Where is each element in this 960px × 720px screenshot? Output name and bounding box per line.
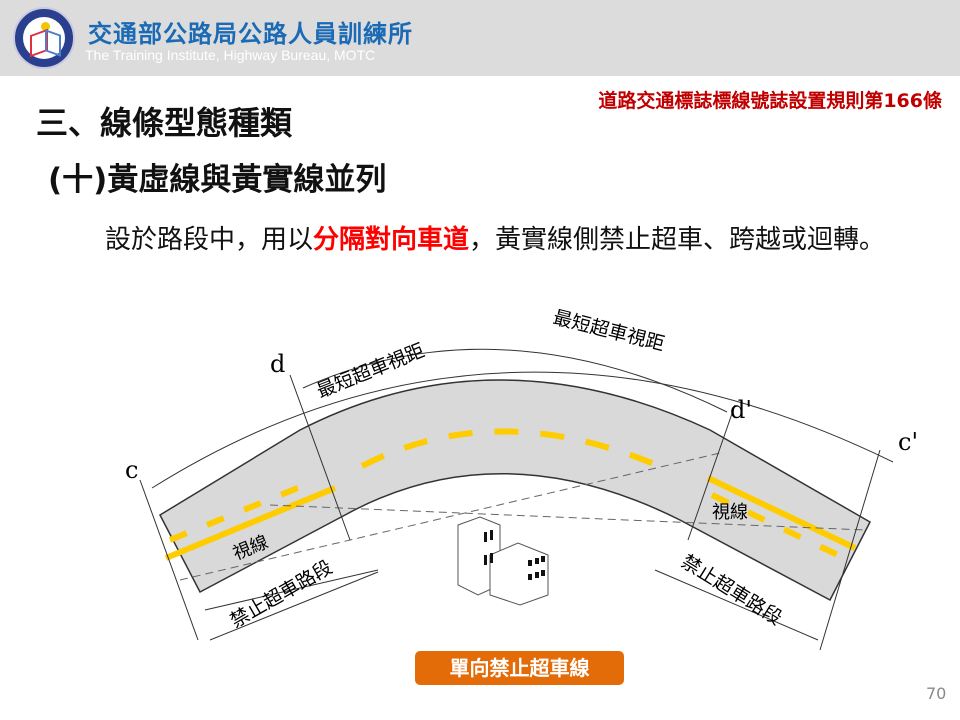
subsection-title: (十)黃虛線與黃實線並列 <box>48 162 387 198</box>
body-emphasis: 分隔對向車道 <box>313 225 470 255</box>
institute-logo <box>13 7 75 69</box>
yellow-dashed-left <box>168 480 312 543</box>
header-bar: 交通部公路局公路人員訓練所 The Training Institute, Hi… <box>0 0 960 76</box>
regulation-reference: 道路交通標誌標線號誌設置規則第166條 <box>598 90 942 112</box>
label-c-prime: c' <box>898 428 918 456</box>
body-before: 設於路段中，用以 <box>105 225 314 255</box>
label-d-prime: d' <box>730 396 752 424</box>
label-sight-outer: 最短超車視距 <box>551 307 667 356</box>
buildings-icon <box>457 516 549 606</box>
section-title: 三、線條型態種類 <box>36 104 293 142</box>
body-text: 設於路段中，用以分隔對向車道，黃實線側禁止超車、跨越或迴轉。 <box>105 222 915 258</box>
yellow-solid-left <box>164 485 337 561</box>
org-name: 交通部公路局公路人員訓練所 <box>88 20 413 48</box>
sight-lines <box>179 452 866 581</box>
label-sightline-right: 視線 <box>712 502 748 523</box>
road-surface <box>159 379 871 602</box>
caption-badge: 單向禁止超車線 <box>415 651 624 685</box>
dimension-lines <box>139 348 894 651</box>
yellow-dashed-center <box>360 428 670 473</box>
org-name-en: The Training Institute, Highway Bureau, … <box>85 47 376 63</box>
body-after: ，黃實線側禁止超車、跨越或迴轉。 <box>469 225 886 255</box>
page-number: 70 <box>926 684 947 703</box>
label-c: c <box>125 456 138 484</box>
label-d: d <box>270 350 285 378</box>
yellow-solid-right <box>706 475 857 551</box>
